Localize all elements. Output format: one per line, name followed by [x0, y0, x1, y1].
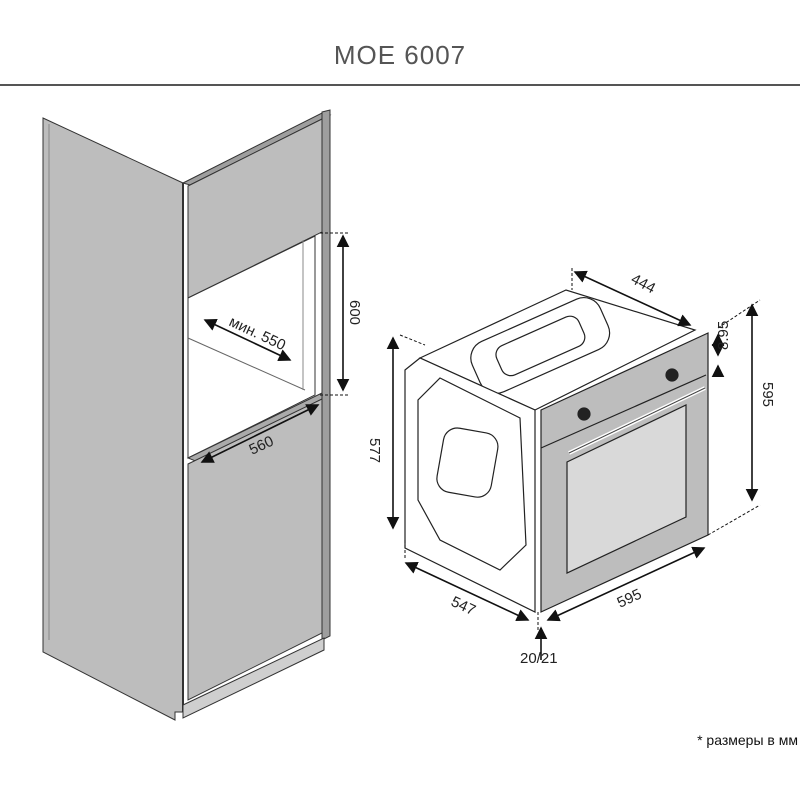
cabinet-width-arrow: [200, 404, 320, 463]
oven-panel-label: 8.95: [715, 321, 732, 350]
cabinet-right-edge: [321, 109, 331, 641]
oven-front-height-label: 595: [759, 382, 776, 407]
model-title: MOE 6007: [333, 40, 467, 70]
title-divider: [0, 84, 800, 86]
cabinet-dimensions: [200, 232, 350, 463]
oven-width-label: 595: [615, 586, 645, 612]
cabinet-side-panel: [42, 117, 184, 721]
oven-side-height-label: 577: [366, 438, 383, 463]
oven-width-arrow: [546, 546, 706, 622]
oven-front-height-guide-bottom: [707, 504, 761, 536]
oven-top-depth-arrow: [573, 270, 692, 327]
oven-top-recess-inner: [495, 315, 586, 377]
cabinet-height-label: 600: [346, 300, 363, 325]
oven-knob-right[interactable]: [665, 368, 679, 382]
oven-side-window: [436, 427, 499, 498]
cabinet-depth-arrow: [203, 318, 292, 362]
oven-top-depth-label: 444: [628, 271, 658, 298]
cabinet-plinth: [182, 637, 325, 719]
oven-knob-left[interactable]: [577, 407, 591, 421]
oven: [404, 289, 709, 613]
oven-side-height-guide: [399, 334, 426, 346]
oven-offset-label: 20/21: [520, 650, 558, 667]
oven-dimensions: [386, 268, 761, 660]
oven-glass: [566, 404, 687, 574]
cabinet: [42, 109, 332, 721]
oven-side-depth-arrow: [404, 561, 530, 622]
oven-control-panel-divider: [540, 374, 707, 449]
oven-side-depth-label: 547: [448, 593, 478, 619]
units-note: * размеры в мм: [697, 732, 798, 748]
oven-handle-outline: [568, 387, 706, 454]
